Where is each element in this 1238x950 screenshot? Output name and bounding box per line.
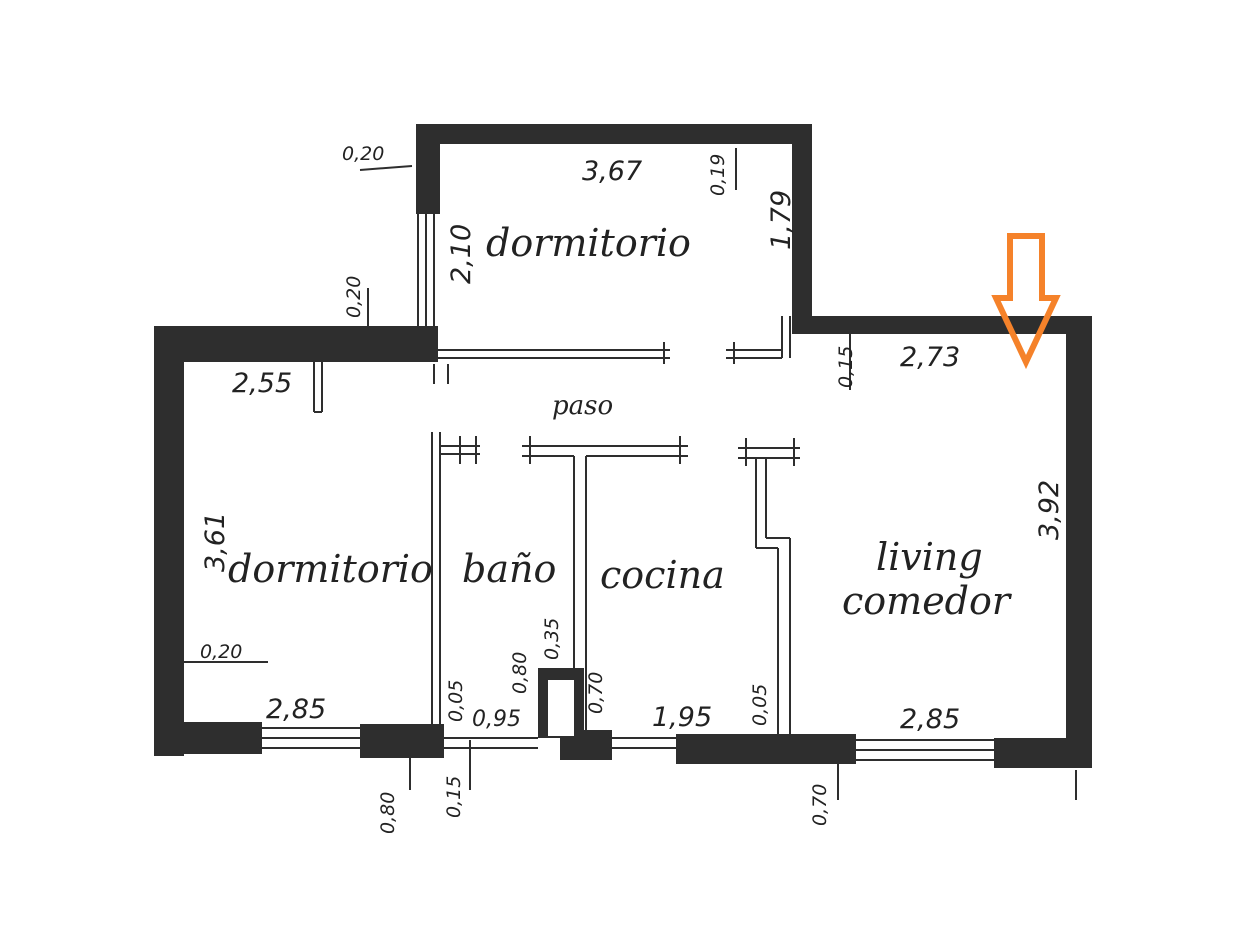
wall-top-bedroom-right bbox=[792, 124, 812, 334]
dim-005-right: 0,05 bbox=[749, 684, 771, 726]
wall-left-top bbox=[154, 326, 438, 362]
dim-361: 3,61 bbox=[200, 512, 231, 572]
dim-367: 3,67 bbox=[582, 156, 642, 187]
dim-179: 1,79 bbox=[766, 190, 797, 250]
dim-020-left: 0,20 bbox=[200, 641, 242, 663]
room-labels: dormitorio paso dormitorio baño cocina l… bbox=[228, 221, 1013, 623]
room-living: living bbox=[876, 535, 983, 579]
dim-015-right: 0,15 bbox=[835, 346, 857, 388]
dim-070: 0,70 bbox=[585, 672, 607, 714]
room-bano: baño bbox=[462, 547, 556, 591]
dim-080-bottom: 0,80 bbox=[377, 792, 399, 834]
wall-bottom-1 bbox=[154, 722, 262, 754]
dim-020-mid: 0,20 bbox=[343, 276, 365, 318]
dimension-labels: 0,20 3,67 0,19 1,79 2,10 0,20 2,55 0,15 … bbox=[200, 143, 1065, 834]
dim-255: 2,55 bbox=[232, 368, 292, 399]
dim-080-mid: 0,80 bbox=[509, 652, 531, 694]
wall-bottom-5 bbox=[994, 738, 1092, 768]
wall-left-outer bbox=[154, 326, 184, 756]
dim-285-right: 2,85 bbox=[900, 704, 960, 735]
wall-bottom-4 bbox=[676, 734, 856, 764]
room-dormitorio-left: dormitorio bbox=[228, 547, 433, 591]
dim-285-left: 2,85 bbox=[266, 694, 326, 725]
room-dormitorio-top: dormitorio bbox=[486, 221, 691, 265]
wall-right-corner bbox=[792, 316, 810, 334]
dim-070-bottom: 0,70 bbox=[809, 784, 831, 826]
dim-095: 0,95 bbox=[472, 707, 521, 732]
walls bbox=[154, 124, 1092, 768]
room-paso: paso bbox=[552, 391, 613, 421]
dim-019: 0,19 bbox=[707, 154, 729, 196]
wall-bottom-2 bbox=[360, 724, 444, 758]
wall-top-bedroom-top bbox=[416, 124, 810, 144]
wall-right-top bbox=[792, 316, 1092, 334]
dim-035: 0,35 bbox=[541, 618, 563, 660]
dim-015-bottom: 0,15 bbox=[443, 776, 465, 818]
wall-top-bedroom-left bbox=[416, 124, 440, 214]
room-comedor: comedor bbox=[842, 579, 1013, 623]
dim-210: 2,10 bbox=[446, 224, 477, 284]
dim-392: 3,92 bbox=[1034, 480, 1065, 540]
dim-195: 1,95 bbox=[652, 702, 712, 733]
dim-020-top: 0,20 bbox=[342, 143, 384, 165]
dim-273: 2,73 bbox=[900, 342, 960, 373]
down-arrow-icon bbox=[991, 233, 1061, 370]
dim-005-left: 0,05 bbox=[445, 680, 467, 722]
room-cocina: cocina bbox=[600, 553, 725, 597]
dimension-ticks bbox=[184, 148, 1077, 800]
wall-right-outer bbox=[1066, 322, 1092, 768]
partitions bbox=[262, 214, 994, 761]
